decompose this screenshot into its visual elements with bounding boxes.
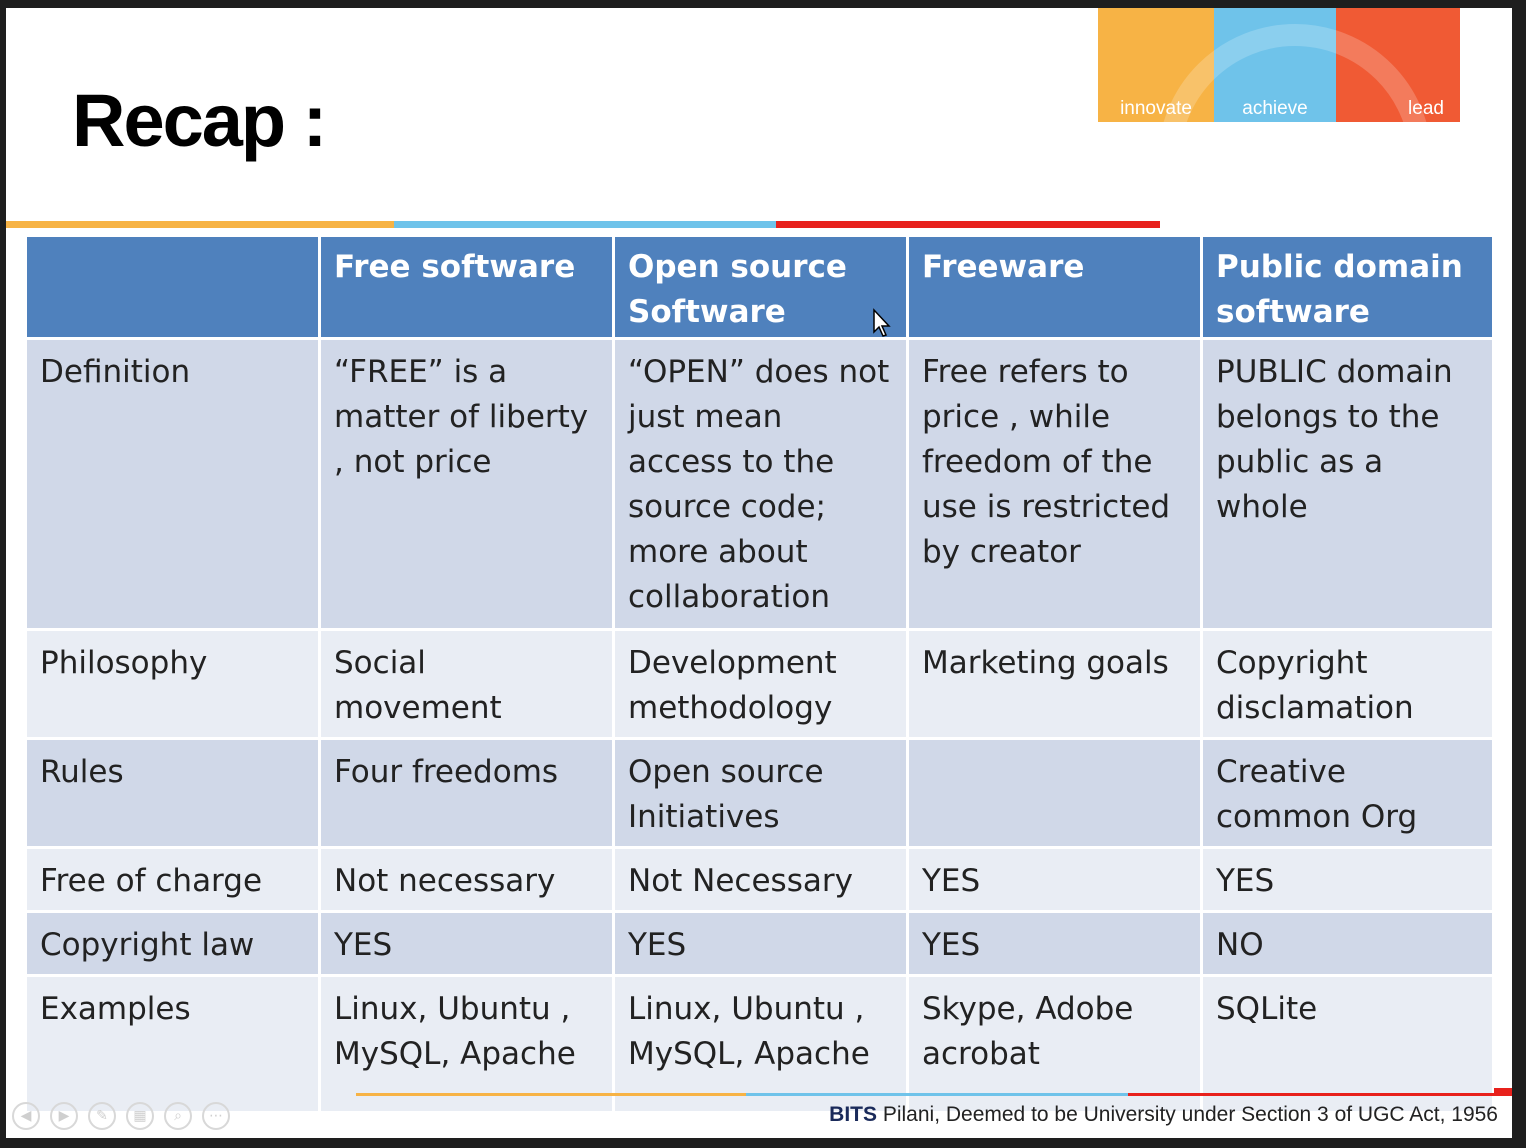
table-cell: YES — [318, 910, 615, 977]
divider-blue — [394, 221, 776, 228]
footer-divider-blue — [746, 1093, 1128, 1096]
table-cell: Development methodology — [612, 628, 909, 740]
zoom-icon[interactable]: ⌕ — [164, 1102, 192, 1130]
table-row-copyright-law: Copyright law YES YES YES NO — [24, 910, 1495, 977]
table-cell — [906, 737, 1203, 849]
table-cell: PUBLIC domain belongs to the public as a… — [1200, 337, 1495, 631]
footer-text: BITS Pilani, Deemed to be University und… — [829, 1103, 1498, 1127]
table-cell: Open source Initiatives — [612, 737, 909, 849]
table-row-examples: Examples Linux, Ubuntu , MySQL, Apache L… — [24, 974, 1495, 1114]
header-freeware: Freeware — [906, 234, 1203, 340]
slide: Recap : innovate achieve lead Free softw… — [6, 8, 1512, 1138]
footer-divider-orange — [356, 1093, 746, 1096]
footer-brand: BITS — [829, 1103, 877, 1126]
header-cell-empty — [24, 234, 321, 340]
logo-achieve: achieve — [1214, 8, 1336, 122]
table-cell: Linux, Ubuntu , MySQL, Apache — [612, 974, 909, 1114]
mouse-cursor-icon — [873, 308, 891, 337]
header-open-source: Open source Software — [612, 234, 909, 340]
row-label: Definition — [24, 337, 321, 631]
table-cell: Social movement — [318, 628, 615, 740]
table-cell: Linux, Ubuntu , MySQL, Apache — [318, 974, 615, 1114]
table-cell: Marketing goals — [906, 628, 1203, 740]
row-label: Rules — [24, 737, 321, 849]
table-cell: Free refers to price , while freedom of … — [906, 337, 1203, 631]
row-label: Copyright law — [24, 910, 321, 977]
logo-label-lead: lead — [1408, 98, 1444, 119]
table-cell: YES — [612, 910, 909, 977]
table-cell: YES — [906, 910, 1203, 977]
comparison-table: Free software Open source Software Freew… — [24, 234, 1495, 1114]
header-public-domain: Public domain software — [1200, 234, 1495, 340]
footer-divider-red-tick — [1494, 1088, 1512, 1094]
table-row-free-of-charge: Free of charge Not necessary Not Necessa… — [24, 846, 1495, 913]
table-cell: “OPEN” does not just mean access to the … — [612, 337, 909, 631]
table-cell: YES — [906, 846, 1203, 913]
logo-innovate: innovate — [1098, 8, 1214, 122]
slides-icon[interactable]: ▦ — [126, 1102, 154, 1130]
pen-icon[interactable]: ✎ — [88, 1102, 116, 1130]
table-header-row: Free software Open source Software Freew… — [24, 234, 1495, 340]
forward-icon[interactable]: ▶ — [50, 1102, 78, 1130]
table-cell: Copyright disclamation — [1200, 628, 1495, 740]
divider-orange — [6, 221, 394, 228]
divider-red — [776, 221, 1160, 228]
table-cell: Creative common Org — [1200, 737, 1495, 849]
footer-divider-red — [1128, 1093, 1512, 1096]
slideshow-nav: ◀ ▶ ✎ ▦ ⌕ ⋯ — [12, 1102, 230, 1130]
table-cell: Not Necessary — [612, 846, 909, 913]
row-label: Free of charge — [24, 846, 321, 913]
table-cell: Four freedoms — [318, 737, 615, 849]
row-label: Examples — [24, 974, 321, 1114]
table-row-rules: Rules Four freedoms Open source Initiati… — [24, 737, 1495, 849]
table-cell: “FREE” is a matter of liberty , not pric… — [318, 337, 615, 631]
header-free-software: Free software — [318, 234, 615, 340]
table-cell: YES — [1200, 846, 1495, 913]
footer-caption: Pilani, Deemed to be University under Se… — [877, 1103, 1498, 1126]
slide-title: Recap : — [72, 79, 327, 162]
back-icon[interactable]: ◀ — [12, 1102, 40, 1130]
logo-lead: lead — [1336, 8, 1460, 122]
table-cell: NO — [1200, 910, 1495, 977]
more-icon[interactable]: ⋯ — [202, 1102, 230, 1130]
bits-logo: innovate achieve lead — [1098, 8, 1460, 122]
table-cell: Skype, Adobe acrobat — [906, 974, 1203, 1114]
table-cell: SQLite — [1200, 974, 1495, 1114]
table-cell: Not necessary — [318, 846, 615, 913]
table-row-definition: Definition “FREE” is a matter of liberty… — [24, 337, 1495, 631]
row-label: Philosophy — [24, 628, 321, 740]
table-row-philosophy: Philosophy Social movement Development m… — [24, 628, 1495, 740]
